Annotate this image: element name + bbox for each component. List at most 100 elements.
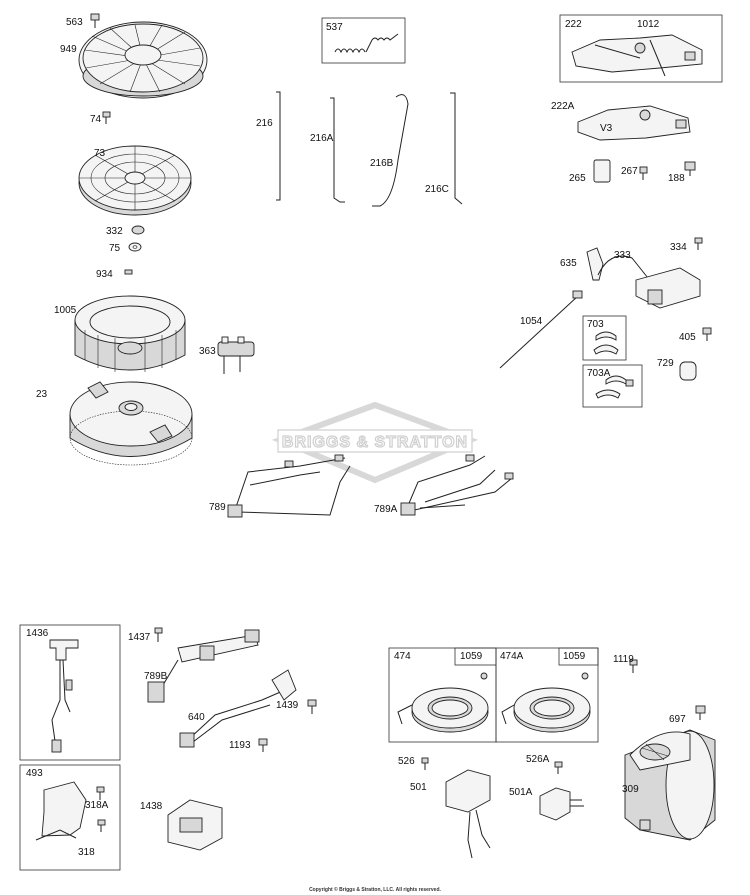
part-1054-tie-strap: [499, 290, 583, 369]
label-1059-a: 1059: [460, 651, 483, 662]
part-216A-link: [330, 97, 345, 203]
label-1059-b: 1059: [563, 651, 586, 662]
part-501A-regulator: [539, 787, 584, 821]
label-640: 640: [188, 712, 205, 723]
part-363-bracket: [217, 336, 255, 374]
part-697-screw: [695, 705, 706, 720]
part-563-screw: [90, 13, 100, 28]
label-934: 934: [96, 269, 113, 280]
label-537: 537: [326, 22, 343, 33]
label-563: 563: [66, 17, 83, 28]
label-333: 333: [614, 250, 631, 261]
part-188-screw: [684, 161, 696, 176]
part-1437-screw: [154, 627, 163, 642]
box-474A: [495, 647, 599, 743]
label-493: 493: [26, 768, 43, 779]
part-75-washer: [128, 242, 142, 252]
watermark: BRIGGS & STRATTON: [271, 401, 479, 484]
label-75: 75: [109, 243, 121, 254]
label-729: 729: [657, 358, 674, 369]
part-949-blower-screen: [78, 21, 208, 99]
part-216C-link: [450, 92, 463, 205]
part-23-flywheel: [69, 381, 193, 466]
part-640-wire-harness: [179, 669, 297, 748]
label-474A: 474A: [500, 651, 524, 662]
part-216B-link: [372, 94, 409, 207]
part-334-screw: [694, 237, 703, 250]
part-267-screw: [639, 166, 648, 180]
part-474-alternator: [397, 672, 489, 733]
part-789A-wire-harness: [400, 454, 514, 516]
part-1436-switch-harness: [19, 624, 121, 761]
part-703-clamp: [582, 315, 627, 361]
label-309: 309: [622, 784, 639, 795]
part-222-control-bracket: [559, 14, 723, 83]
part-309-starter-motor: [624, 729, 716, 841]
part-73-rotating-screen: [78, 145, 192, 216]
label-635: 635: [560, 258, 577, 269]
label-501: 501: [410, 782, 427, 793]
label-318A: 318A: [85, 800, 109, 811]
part-1119-screw: [629, 659, 638, 673]
label-703: 703: [587, 319, 604, 330]
label-1054: 1054: [520, 316, 543, 327]
copyright-notice: Copyright © Briggs & Stratton, LLC. All …: [309, 886, 441, 893]
part-74-screw: [102, 111, 111, 124]
label-1438: 1438: [140, 801, 163, 812]
label-73: 73: [94, 148, 106, 159]
label-789A: 789A: [374, 504, 398, 515]
label-1436: 1436: [26, 628, 49, 639]
part-333-armature: [597, 255, 701, 309]
part-934-key: [124, 269, 133, 275]
part-501-regulator: [445, 769, 491, 859]
part-332-nut: [131, 225, 145, 235]
label-188: 188: [668, 173, 685, 184]
label-405: 405: [679, 332, 696, 343]
label-222: 222: [565, 19, 582, 30]
label-1437: 1437: [128, 632, 151, 643]
label-23: 23: [36, 389, 48, 400]
label-216: 216: [256, 118, 273, 129]
label-363: 363: [199, 346, 216, 357]
label-697: 697: [669, 714, 686, 725]
label-216A: 216A: [310, 133, 334, 144]
label-332: 332: [106, 226, 123, 237]
label-222A: 222A: [551, 101, 575, 112]
label-318: 318: [78, 847, 95, 858]
label-216B: 216B: [370, 158, 394, 169]
label-267: 267: [621, 166, 638, 177]
part-1005-fan: [74, 295, 186, 372]
label-526: 526: [398, 756, 415, 767]
label-74: 74: [90, 114, 102, 125]
part-1439-screw: [307, 699, 317, 714]
part-1438-module: [167, 799, 223, 851]
part-216-link: [276, 91, 281, 201]
label-1005: 1005: [54, 305, 77, 316]
part-789-wire-harness: [227, 454, 351, 518]
part-526-screw: [421, 757, 429, 770]
label-1439: 1439: [276, 700, 299, 711]
part-1193-screw: [258, 738, 268, 752]
part-703A-clamp: [582, 364, 643, 408]
part-405-screw: [702, 327, 712, 341]
label-v3: V3: [600, 123, 613, 134]
label-789B: 789B: [144, 671, 168, 682]
label-501A: 501A: [509, 787, 533, 798]
part-474A-alternator: [501, 672, 591, 733]
part-526A-screw: [554, 761, 563, 774]
label-1193: 1193: [229, 740, 251, 751]
label-703A: 703A: [587, 368, 611, 379]
label-474: 474: [394, 651, 411, 662]
part-635-spark-plug-cap: [586, 247, 604, 281]
part-729-grommet: [679, 361, 697, 381]
label-1119: 1119: [613, 654, 634, 665]
part-222A-control-bracket: [577, 105, 691, 141]
watermark-text: BRIGGS & STRATTON: [282, 434, 468, 451]
label-526A: 526A: [526, 754, 550, 765]
label-949: 949: [60, 44, 77, 55]
part-493-bracket: [19, 764, 121, 871]
label-216C: 216C: [425, 184, 449, 195]
label-1012: 1012: [637, 19, 660, 30]
